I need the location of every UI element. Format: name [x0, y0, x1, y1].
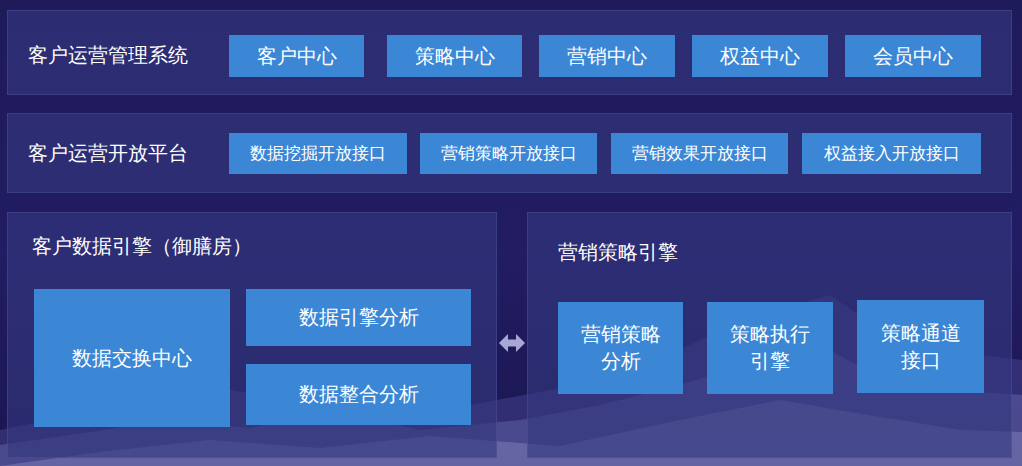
- box-label: 权益接入开放接口: [824, 142, 960, 165]
- module-box: 策略通道接口: [857, 300, 984, 393]
- module-box: 数据交换中心: [34, 289, 230, 427]
- module-box: 权益中心: [692, 35, 828, 77]
- module-box: 营销策略开放接口: [420, 133, 597, 174]
- box-label: 策略中心: [415, 43, 495, 70]
- box-label: 数据挖掘开放接口: [250, 142, 386, 165]
- module-box: 权益接入开放接口: [802, 133, 981, 174]
- module-box: 营销策略分析: [558, 302, 683, 394]
- module-box: 数据引擎分析: [246, 289, 471, 346]
- box-label: 权益中心: [720, 43, 800, 70]
- box-label: 营销中心: [567, 43, 647, 70]
- double-arrow: [499, 334, 525, 352]
- module-box: 策略中心: [387, 35, 522, 77]
- module-box: 营销中心: [539, 35, 675, 77]
- box-label: 数据引擎分析: [299, 304, 419, 331]
- module-box: 营销效果开放接口: [611, 133, 788, 174]
- box-label: 数据整合分析: [299, 381, 419, 408]
- box-label: 客户中心: [257, 43, 337, 70]
- group-panel: 营销策略引擎营销策略分析 策略执行引擎 策略通道接口: [527, 212, 1012, 458]
- panel-title: 客户运营开放平台: [28, 140, 188, 167]
- box-label: 会员中心: [873, 43, 953, 70]
- box-label: 营销策略分析: [578, 321, 663, 375]
- panel-title: 客户运营管理系统: [28, 42, 188, 69]
- module-box: 客户中心: [229, 35, 364, 77]
- box-label: 营销策略开放接口: [441, 142, 577, 165]
- group-panel: 客户数据引擎（御膳房） 数据交换中心 数据引擎分析数据整合分析: [7, 212, 497, 458]
- module-box: 数据整合分析: [246, 364, 471, 425]
- group-panel: 客户运营开放平台 数据挖掘开放接口 营销策略开放接口 营销效果开放接口 权益接入开放接口: [7, 113, 1012, 193]
- arrow-head: [499, 334, 508, 352]
- arrow-shaft: [508, 340, 516, 347]
- panel-title: 营销策略引擎: [558, 239, 678, 266]
- panel-title: 客户数据引擎（御膳房）: [32, 233, 252, 260]
- arrow-head: [516, 334, 525, 352]
- box-label: 数据交换中心: [72, 345, 192, 372]
- module-box: 数据挖掘开放接口: [229, 133, 407, 174]
- module-box: 策略执行引擎: [707, 302, 833, 394]
- box-label: 营销效果开放接口: [632, 142, 768, 165]
- group-panel: 客户运营管理系统 客户中心 策略中心 营销中心 权益中心 会员中心: [7, 10, 1012, 95]
- box-label: 策略执行引擎: [727, 321, 813, 375]
- box-label: 策略通道接口: [877, 320, 964, 374]
- module-box: 会员中心: [845, 35, 981, 77]
